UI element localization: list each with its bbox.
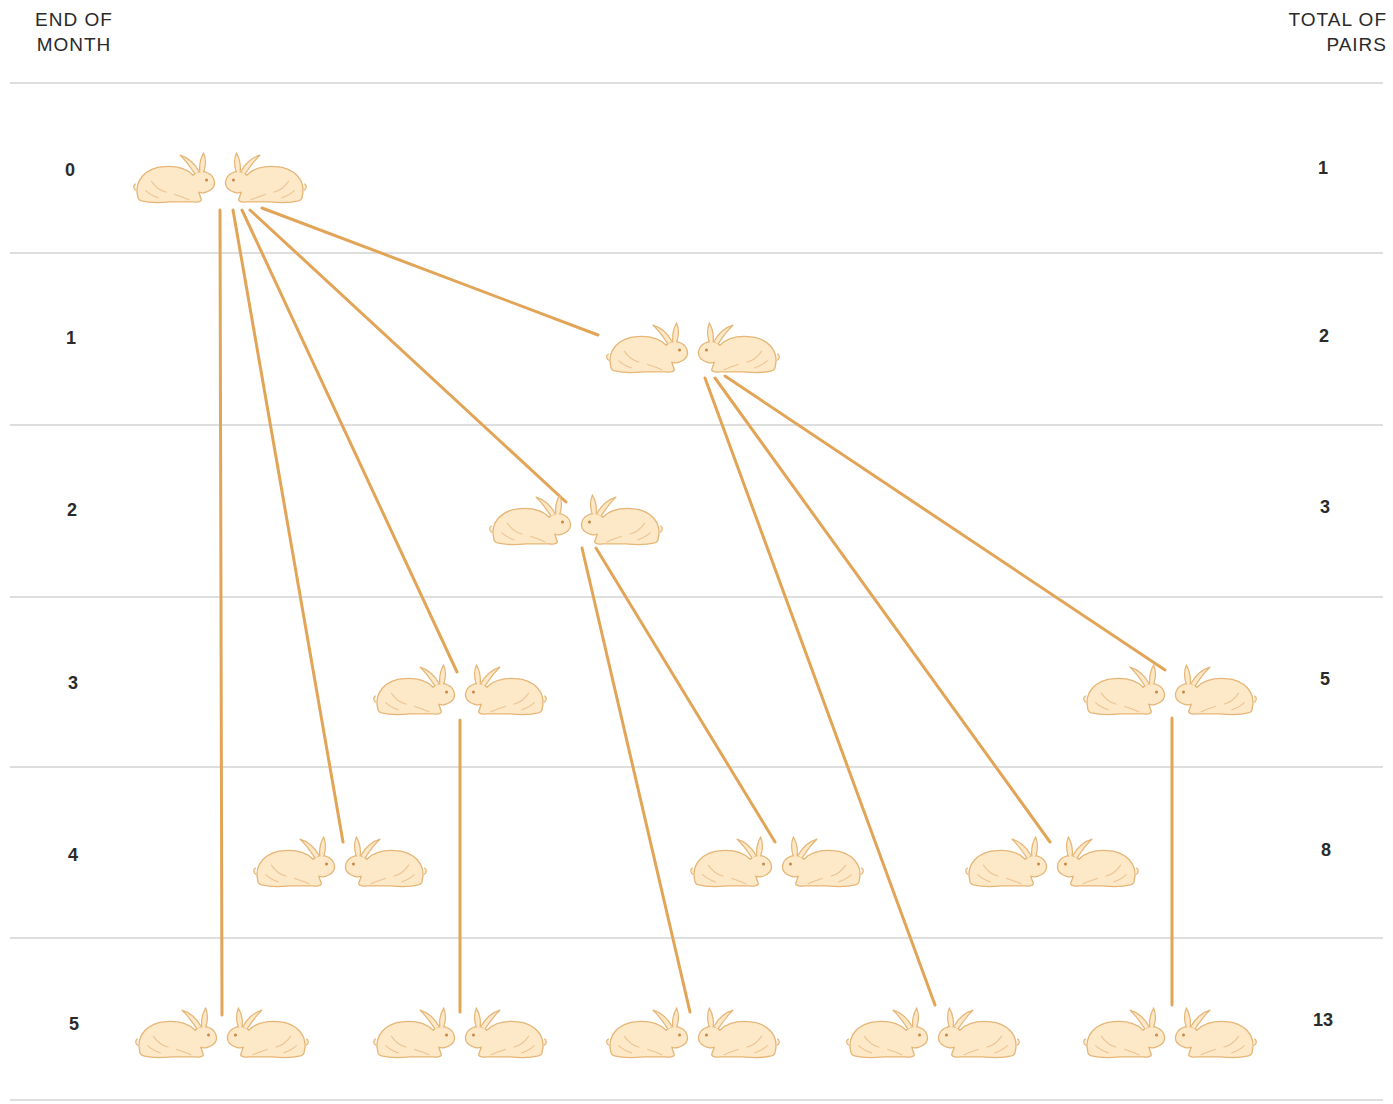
pair-total: 8 xyxy=(1321,839,1331,861)
rabbit xyxy=(966,837,1047,886)
month-number: 3 xyxy=(68,672,78,694)
rabbit xyxy=(782,837,863,886)
column-header: END OF MONTH xyxy=(4,7,144,57)
rabbit xyxy=(1175,665,1256,714)
rabbit xyxy=(607,1008,688,1057)
month-number: 4 xyxy=(68,844,78,866)
rabbit xyxy=(225,153,306,202)
rabbit xyxy=(1084,665,1165,714)
rabbit xyxy=(1084,1008,1165,1057)
pair-total: 13 xyxy=(1313,1009,1333,1031)
pair-total: 2 xyxy=(1319,325,1329,347)
rabbit xyxy=(698,323,779,372)
rabbit xyxy=(374,665,455,714)
month-number: 5 xyxy=(69,1013,79,1035)
rabbit xyxy=(374,1008,455,1057)
rabbit xyxy=(691,837,772,886)
pair-total: 3 xyxy=(1320,496,1330,518)
rabbit xyxy=(607,323,688,372)
rabbit xyxy=(345,837,426,886)
month-number: 0 xyxy=(65,159,75,181)
rabbit xyxy=(1175,1008,1256,1057)
rabbit xyxy=(581,495,662,544)
rabbit xyxy=(1057,837,1138,886)
rabbit xyxy=(254,837,335,886)
pair-total: 5 xyxy=(1320,668,1330,690)
month-number: 2 xyxy=(67,499,77,521)
rabbit xyxy=(490,495,571,544)
rabbit xyxy=(136,1008,217,1057)
rabbit xyxy=(227,1008,308,1057)
rabbit xyxy=(847,1008,928,1057)
rabbit xyxy=(698,1008,779,1057)
rabbit xyxy=(938,1008,1019,1057)
rabbit xyxy=(134,153,215,202)
rabbit xyxy=(465,665,546,714)
pair-total: 1 xyxy=(1318,157,1328,179)
rabbit xyxy=(465,1008,546,1057)
column-header: TOTAL OF PAIRS xyxy=(1257,7,1387,57)
month-number: 1 xyxy=(66,327,76,349)
